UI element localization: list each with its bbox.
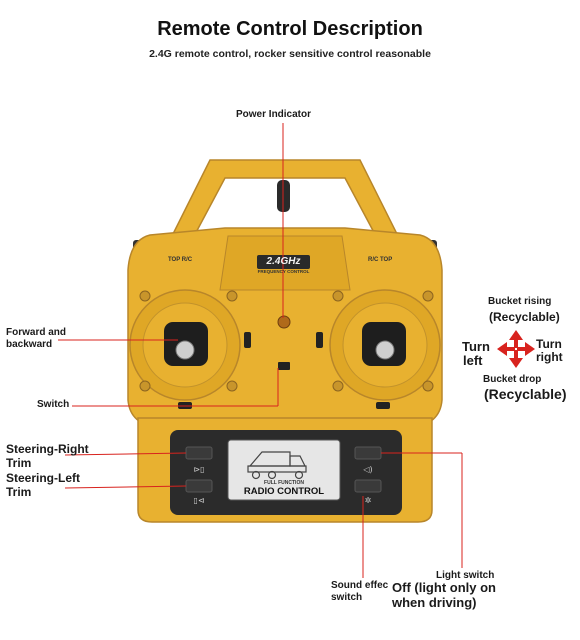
label-steering-left-line1: Steering-Left: [6, 471, 81, 485]
label-forward-backward-line2: backward: [6, 339, 53, 350]
label-switch: Switch: [37, 399, 70, 410]
label-bucket-rising-note: (Recyclable): [489, 310, 560, 324]
power-led: [277, 315, 291, 329]
label-steering-left-line2: Trim: [6, 485, 32, 499]
right-trim-slider[interactable]: [316, 332, 323, 348]
label-light-note-line2: when driving): [392, 595, 477, 610]
label-bucket-rising: Bucket rising: [488, 296, 552, 307]
right-stick[interactable]: [375, 340, 395, 360]
trim-left-icon: ▯⊲: [193, 496, 204, 505]
label-bucket-drop: Bucket drop: [483, 374, 542, 385]
label-turn-right-line1: Turn: [536, 337, 562, 351]
page-title: Remote Control Description: [157, 18, 423, 40]
speaker-icon: ◁): [362, 465, 372, 474]
label-steering-right-line1: Steering-Right: [6, 442, 89, 456]
power-switch[interactable]: [278, 362, 290, 370]
leader-lines: [58, 123, 463, 578]
label-sound-effect-line2: switch: [331, 592, 363, 603]
left-trim-slider[interactable]: [244, 332, 251, 348]
trim-right-icon: ⊳▯: [193, 465, 204, 474]
dump-truck-icon: [247, 451, 307, 480]
left-top-tag: TOP R/C: [168, 257, 193, 263]
steering-right-trim-button[interactable]: [185, 446, 213, 460]
page-subtitle: 2.4G remote control, rocker sensitive co…: [149, 48, 431, 60]
screws: [139, 290, 434, 392]
right-top-tag: R/C TOP: [368, 257, 393, 263]
light-button[interactable]: [354, 479, 382, 493]
lcd-screen: [227, 439, 341, 501]
label-bucket-drop-note: (Recyclable): [484, 386, 567, 402]
right-small-button[interactable]: [376, 402, 390, 409]
screen-main-text: RADIO CONTROL: [243, 486, 325, 497]
label-turn-left-line1: Turn: [462, 339, 490, 354]
left-stick[interactable]: [175, 340, 195, 360]
label-forward-backward-line1: Forward and: [6, 327, 67, 338]
screen-small-text: FULL FUNCTION: [264, 480, 304, 486]
label-turn-left-line2: left: [463, 353, 483, 368]
label-turn-right-line2: right: [536, 350, 563, 364]
label-light-switch: Light switch: [436, 570, 495, 581]
label-sound-effect-line1: Sound effec: [331, 580, 389, 591]
light-icon: ✲: [365, 496, 372, 505]
frequency-badge-subtext: FREQUENCY CONTROL: [257, 269, 310, 274]
direction-arrows-icon: [497, 330, 535, 368]
label-steering-right-line2: Trim: [6, 456, 32, 470]
sound-effect-button[interactable]: [354, 446, 382, 460]
steering-left-trim-button[interactable]: [185, 479, 213, 493]
label-light-note-line1: Off (light only on: [392, 580, 496, 595]
label-power-indicator: Power Indicator: [236, 109, 312, 120]
frequency-badge-text: 2.4GHz: [266, 256, 301, 267]
